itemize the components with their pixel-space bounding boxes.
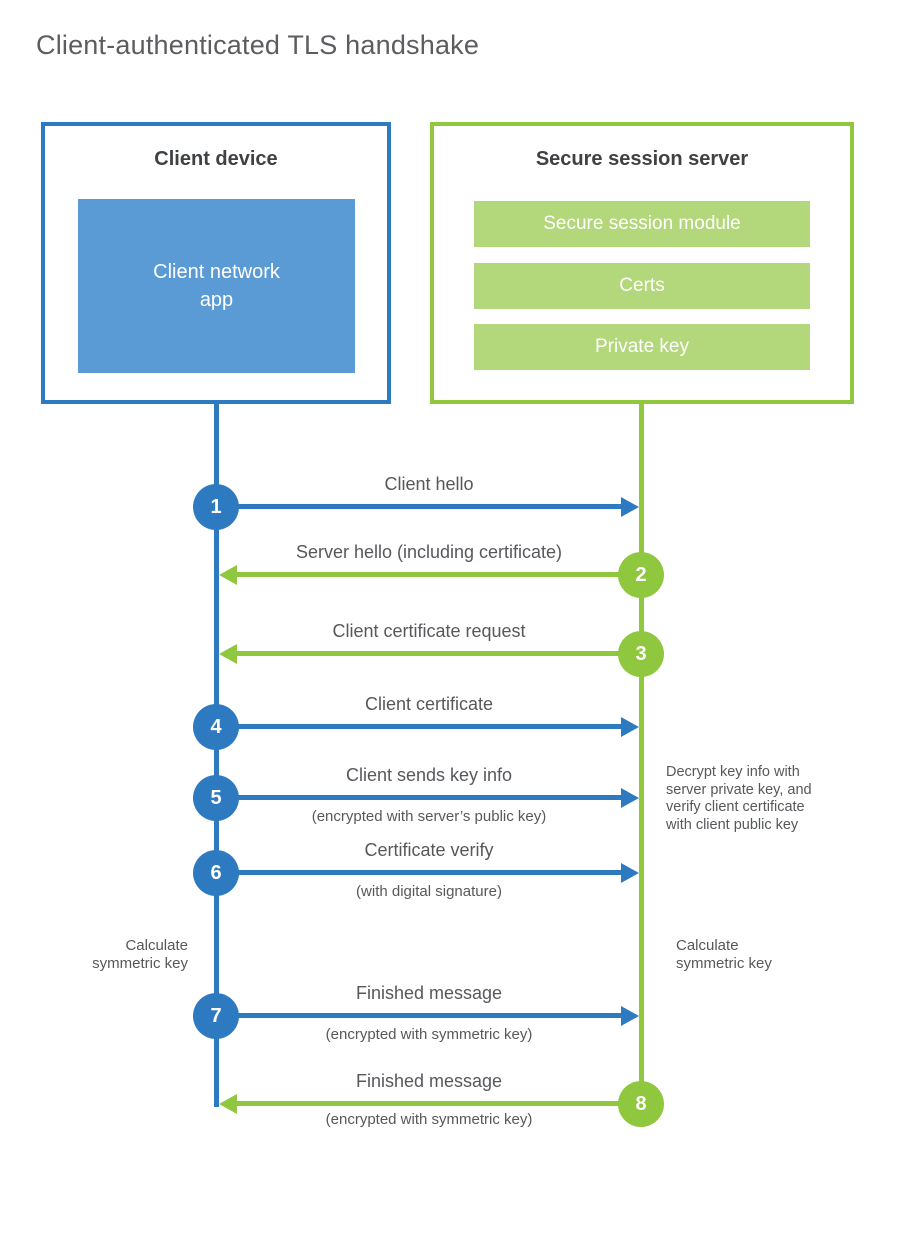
step-6-arrow-line: [216, 870, 621, 875]
step-4-arrow-line: [216, 724, 621, 729]
step-7-sublabel: (encrypted with symmetric key): [325, 1026, 533, 1043]
step-6-label: Certificate verify: [364, 840, 494, 860]
server-module-certs: Certs: [474, 263, 810, 309]
secure-session-server-box: Secure session server Secure session mod…: [430, 122, 854, 404]
decrypt-key-note-line: with client public key: [666, 816, 799, 833]
step-5-sublabel: (encrypted with server’s public key): [311, 808, 547, 825]
step-8-number-badge: 8: [618, 1081, 664, 1127]
step-6-number-badge: 6: [193, 850, 239, 896]
calc-note-line: symmetric key: [92, 955, 188, 972]
step-5-number-badge: 5: [193, 775, 239, 821]
step-2-number-badge: 2: [618, 552, 664, 598]
calc-note-line: Calculate: [125, 937, 188, 954]
step-5-arrow-line: [216, 795, 621, 800]
step-2-label: Server hello (including certificate): [295, 542, 563, 562]
client-device-title: Client device: [154, 148, 278, 170]
step-6-sublabel: (with digital signature): [356, 883, 502, 900]
step-3-label: Client certificate request: [332, 621, 526, 641]
step-6-arrowhead-icon: [621, 863, 639, 883]
step-7-arrowhead-icon: [621, 1006, 639, 1026]
client-network-app-label: Client network app: [153, 261, 280, 311]
step-7-arrow-line: [216, 1013, 621, 1018]
step-3-arrow-line: [237, 651, 641, 656]
step-1-arrowhead-icon: [621, 497, 639, 517]
calculate-symmetric-key-note-client: Calculate symmetric key: [58, 937, 188, 973]
calculate-symmetric-key-note-server: Calculate symmetric key: [676, 937, 806, 973]
step-1-arrow-line: [216, 504, 621, 509]
client-device-box: Client device Client network app: [41, 122, 391, 404]
step-8-arrowhead-icon: [219, 1094, 237, 1114]
decrypt-key-note: Decrypt key info with server private key…: [666, 764, 836, 834]
step-2-arrowhead-icon: [219, 565, 237, 585]
step-4-number-badge: 4: [193, 704, 239, 750]
step-4-arrowhead-icon: [621, 717, 639, 737]
step-3-arrowhead-icon: [219, 644, 237, 664]
server-lifeline: [639, 404, 644, 1127]
step-3-number-badge: 3: [618, 631, 664, 677]
step-8-sublabel: (encrypted with symmetric key): [325, 1111, 533, 1128]
step-4-label: Client certificate: [364, 694, 494, 714]
step-7-number-badge: 7: [193, 993, 239, 1039]
step-2-arrow-line: [237, 572, 641, 577]
decrypt-key-note-line: Decrypt key info with: [666, 764, 800, 780]
calc-note-line: Calculate: [676, 937, 739, 954]
step-8-label: Finished message: [355, 1071, 503, 1091]
step-1-number-badge: 1: [193, 484, 239, 530]
step-5-label: Client sends key info: [345, 765, 513, 785]
decrypt-key-note-line: server private key, and: [666, 781, 812, 798]
server-module-private-key: Private key: [474, 324, 810, 370]
calc-note-line: symmetric key: [676, 955, 772, 972]
step-8-arrow-line: [237, 1101, 641, 1106]
client-network-app-block: Client network app: [78, 199, 355, 373]
client-lifeline: [214, 404, 219, 1107]
page-title: Client-authenticated TLS handshake: [36, 30, 480, 60]
server-module-secure-session-module: Secure session module: [474, 201, 810, 247]
step-5-arrowhead-icon: [621, 788, 639, 808]
secure-session-server-title: Secure session server: [535, 148, 749, 170]
step-1-label: Client hello: [384, 474, 474, 494]
step-7-label: Finished message: [355, 983, 503, 1003]
decrypt-key-note-line: verify client certificate: [666, 799, 805, 815]
